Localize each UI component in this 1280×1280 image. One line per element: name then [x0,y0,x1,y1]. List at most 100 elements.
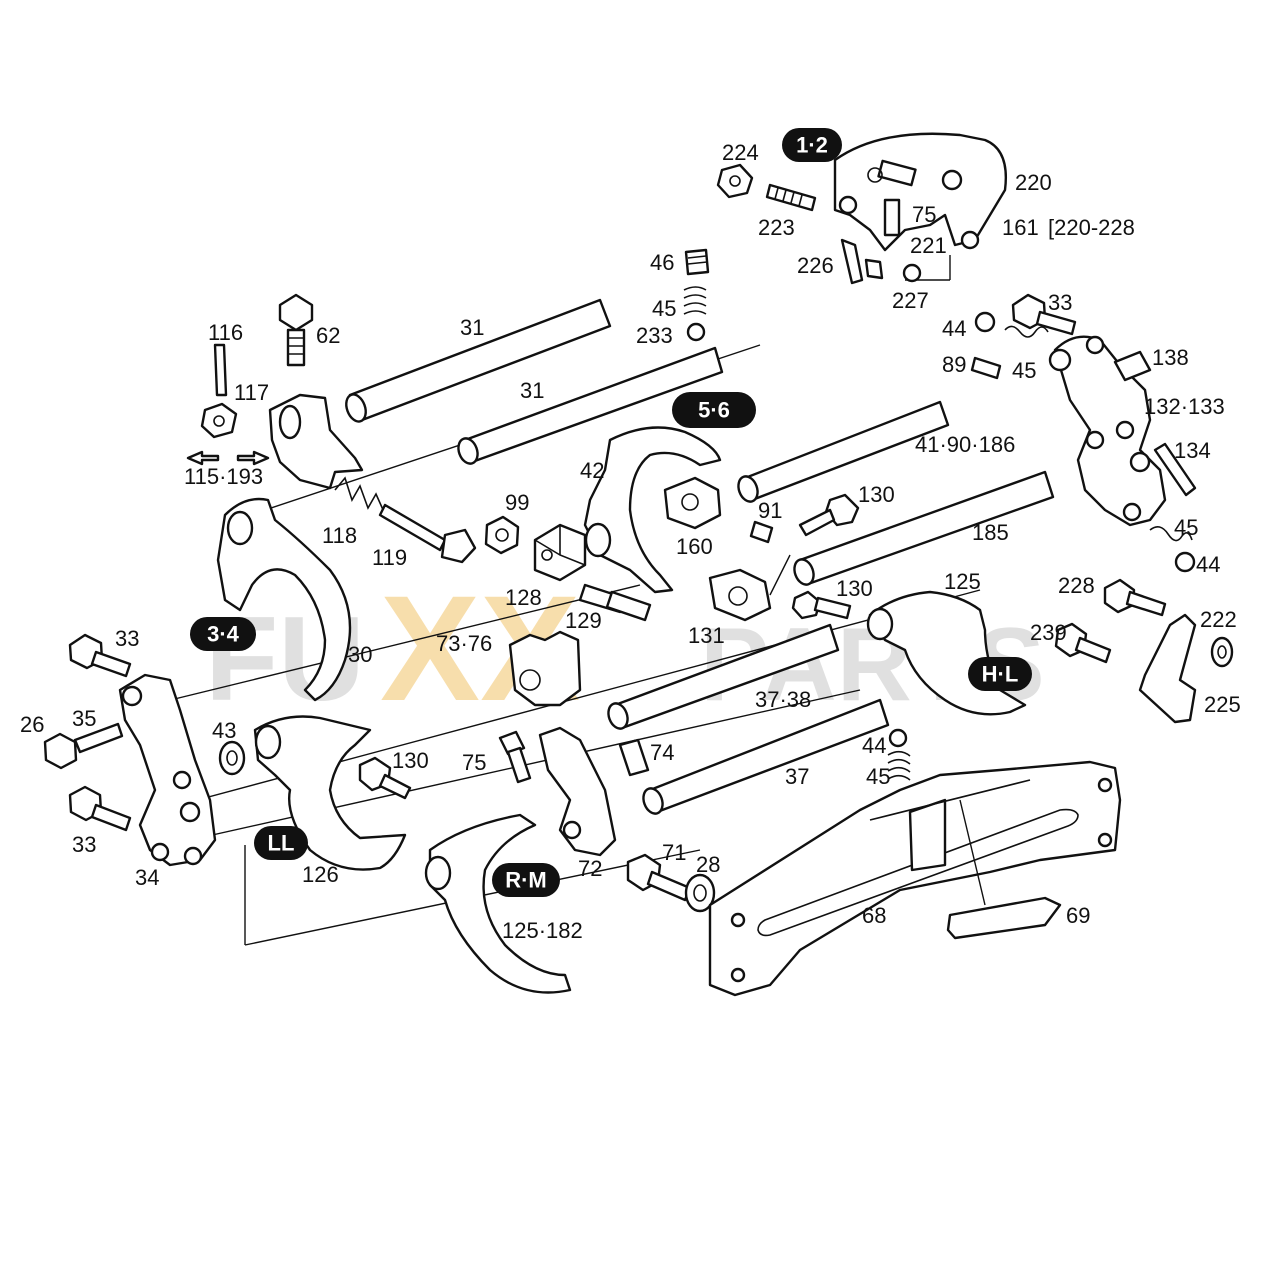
pin-91 [749,520,774,544]
label-26: 26 [20,712,44,737]
bolt-130-right [791,590,852,620]
shift-fork-30 [216,497,352,702]
label-222: 222 [1200,607,1237,632]
label-73-76: 73·76 [436,631,492,656]
label-33-left-top: 33 [115,626,139,651]
bracket-225 [1138,613,1197,724]
label-233: 233 [636,323,673,348]
lever-134 [1153,442,1197,497]
label-125-182: 125·182 [502,918,583,943]
bolt-130-lower [358,756,412,800]
label-45-lower: 45 [866,764,890,789]
label-34: 34 [135,865,159,890]
spring-45-lower [887,750,911,781]
shaft-31-upper [345,298,612,423]
label-115-193: 115·193 [184,464,263,489]
label-42: 42 [580,458,604,483]
spring-45-lower-right [1149,526,1193,542]
label-28: 28 [696,852,720,877]
label-41-90-186: 41·90·186 [915,432,1015,457]
label-74: 74 [650,740,674,765]
spring-118 [334,476,385,513]
badge-ll-text: LL [268,831,295,856]
label-130-upper: 130 [858,482,895,507]
shaft-37 [642,698,890,815]
ball-44-upper [974,311,996,333]
bolt-62 [278,293,314,367]
pin-226 [840,238,884,285]
plate-69 [946,799,1062,940]
housing-plate-68 [708,760,1122,997]
pin-138 [1113,350,1152,382]
label-185: 185 [972,520,1009,545]
washer-222 [1210,636,1234,668]
label-30: 30 [348,642,372,667]
label-89: 89 [942,352,966,377]
block-128 [533,523,587,582]
bolt-119 [378,503,477,564]
label-44-upper: 44 [942,316,966,341]
label-138: 138 [1152,345,1189,370]
label-75-lower: 75 [462,750,486,775]
pin-75 [498,730,532,784]
badge-1-2: 1·2 [782,128,842,162]
label-44-lower: 44 [862,733,886,758]
label-45-right: 45 [1012,358,1036,383]
label-33-upper: 33 [1048,290,1072,315]
label-69: 69 [1066,903,1090,928]
label-62: 62 [316,323,340,348]
direction-arrows [186,450,270,466]
label-221: 221 [910,233,947,258]
shift-lever-115-193 [268,393,364,490]
detent-plug-46 [684,248,710,276]
badge-h-l-text: H·L [982,662,1019,687]
ring-227 [902,263,922,283]
label-130-right: 130 [836,576,873,601]
label-131: 131 [688,623,725,648]
label-239: 239 [1030,620,1067,645]
label-37: 37 [785,764,809,789]
label-45-top: 45 [652,296,676,321]
ball-44-lower [888,728,908,748]
label-91: 91 [758,498,782,523]
badge-r-m-text: R·M [505,868,547,893]
label-227: 227 [892,288,929,313]
label-161: 161 [1002,215,1039,240]
pin-89 [970,356,1002,380]
badge-h-l: H·L [968,657,1032,691]
badge-5-6: 5·6 [672,392,756,428]
label-68: 68 [862,903,886,928]
badge-3-4: 3·4 [190,617,256,651]
washer-28 [684,873,716,913]
label-130-lower: 130 [392,748,429,773]
label-220: 220 [1015,170,1052,195]
spring-45-right [1004,325,1049,338]
label-223: 223 [758,215,795,240]
badge-r-m: R·M [492,863,560,897]
pin-129 [578,583,652,622]
label-132-133: 132·133 [1144,394,1225,419]
nut-26 [43,732,78,770]
label-72: 72 [578,856,602,881]
label-99: 99 [505,490,529,515]
washer-43 [218,740,246,776]
label-43: 43 [212,718,236,743]
label-119: 119 [372,545,407,570]
shift-fork-42 [583,426,722,594]
bracket-132-133 [1048,335,1167,527]
label-228: 228 [1058,573,1095,598]
badge-3-4-text: 3·4 [207,622,240,647]
bolt-71 [626,853,692,902]
label-129: 129 [565,608,602,633]
badge-1-2-text: 1·2 [796,133,828,158]
nut-224 [716,163,754,199]
label-125: 125 [944,569,981,594]
shift-fork-125-182 [424,813,572,994]
label-35: 35 [72,706,96,731]
label-224: 224 [722,140,759,165]
bolt-33-left-top [68,633,132,678]
label-126: 126 [302,862,339,887]
ball-44-lower-right [1174,551,1196,573]
label-117: 117 [234,380,269,405]
